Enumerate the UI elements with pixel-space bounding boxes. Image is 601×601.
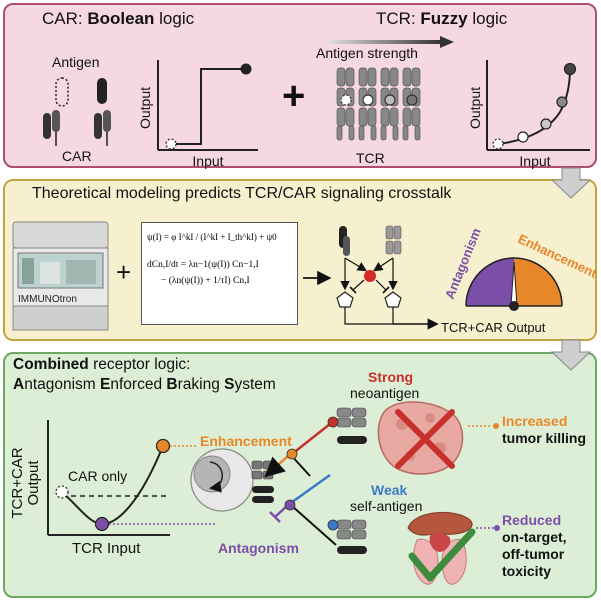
down-arrow-1 [550,167,592,199]
enhancement-label: Enhancement [200,433,292,449]
panel3-title: Combined receptor logic: [13,356,191,373]
car-only-point [55,485,69,499]
equation-box: ψ(I) = φ I^kI / (I^kI + I_th^kI) + ψ0 dC… [141,222,298,325]
car-title: CAR: Boolean logic [42,9,195,28]
antagonism-point [94,516,110,532]
off-target-line-3: toxicity [502,563,552,579]
combined-logic-panel [3,352,597,598]
antigen-strength-arrow [330,36,454,48]
down-arrow-2 [550,339,592,371]
healthy-organs-icon [407,511,476,585]
combined-output-plot: TCR+CAR Output [9,420,216,536]
tumor-icon [377,401,464,475]
reduced-label: Reduced [502,512,562,528]
tcr-fuzzy-plot: Output Input [467,60,590,169]
antigen-label: Antigen [52,54,100,70]
reduced-dot [494,525,500,531]
off-target-line-1: on-target, [502,529,567,545]
car-only-label: CAR only [68,468,128,484]
car-receptor-bound [94,78,111,146]
car-plot-output-label: Output [137,87,153,129]
combined-y-label-2: Output [25,460,42,506]
tcr-antigen-dots [340,94,418,106]
interaction-lines [264,423,337,546]
panel2-title: Theoretical modeling predicts TCR/CAR si… [32,185,452,202]
off-target-line-2: off-tumor [502,546,565,562]
enhancement-point [155,438,171,454]
tcr-input-label: TCR Input [72,540,141,557]
aebs-title: Antagonism Enforced Braking System [13,376,276,393]
antagonism-label: Antagonism [218,540,299,556]
strong-neoantigen-receptors [327,407,367,444]
antagonism-enhancement-gauge: Antagonism Enhancement [442,226,600,311]
immunotron-instrument: IMMUNOtron [12,221,109,331]
increased-label: Increased [502,413,568,429]
self-antigen-label: self-antigen [350,498,423,514]
car-step-plot: Output Input [137,60,258,169]
equation-line-2: dCn,I/dt = λn−1(ψ(I)) Cn−1,I [147,260,259,270]
car-on-point [240,63,252,75]
weak-label: Weak [371,482,408,498]
signaling-network [336,225,439,330]
strong-label: Strong [368,369,414,385]
tcr-plot-input-label: Input [519,153,550,169]
tcr-plot-output-label: Output [467,87,483,129]
t-cell [190,448,274,512]
antigen-strength-label: Antigen strength [316,45,418,61]
tcr-label: TCR [356,150,385,166]
plus-sign-2: + [116,257,132,287]
immunotron-label: IMMUNOtron [18,294,77,305]
equation-line-3: − (λn(ψ(I)) + 1/τI) Cn,I [161,276,250,286]
car-off-point [165,138,177,150]
neoantigen-label: neoantigen [350,385,420,401]
combined-y-label-1: TCR+CAR [9,447,26,518]
tcr-car-output-label: TCR+CAR Output [441,320,546,335]
equation-line-1: ψ(I) = φ I^kI / (I^kI + I_th^kI) + ψ0 [147,232,277,242]
car-plot-input-label: Input [192,153,223,169]
car-receptor-unbound [43,77,69,146]
increased-dot [493,423,499,429]
tcr-title: TCR: Fuzzy logic [376,9,508,28]
plus-sign-1: + [282,74,306,118]
weak-self-antigen-receptors [327,519,367,554]
tumor-killing-label: tumor killing [502,430,586,446]
car-label: CAR [62,148,92,164]
